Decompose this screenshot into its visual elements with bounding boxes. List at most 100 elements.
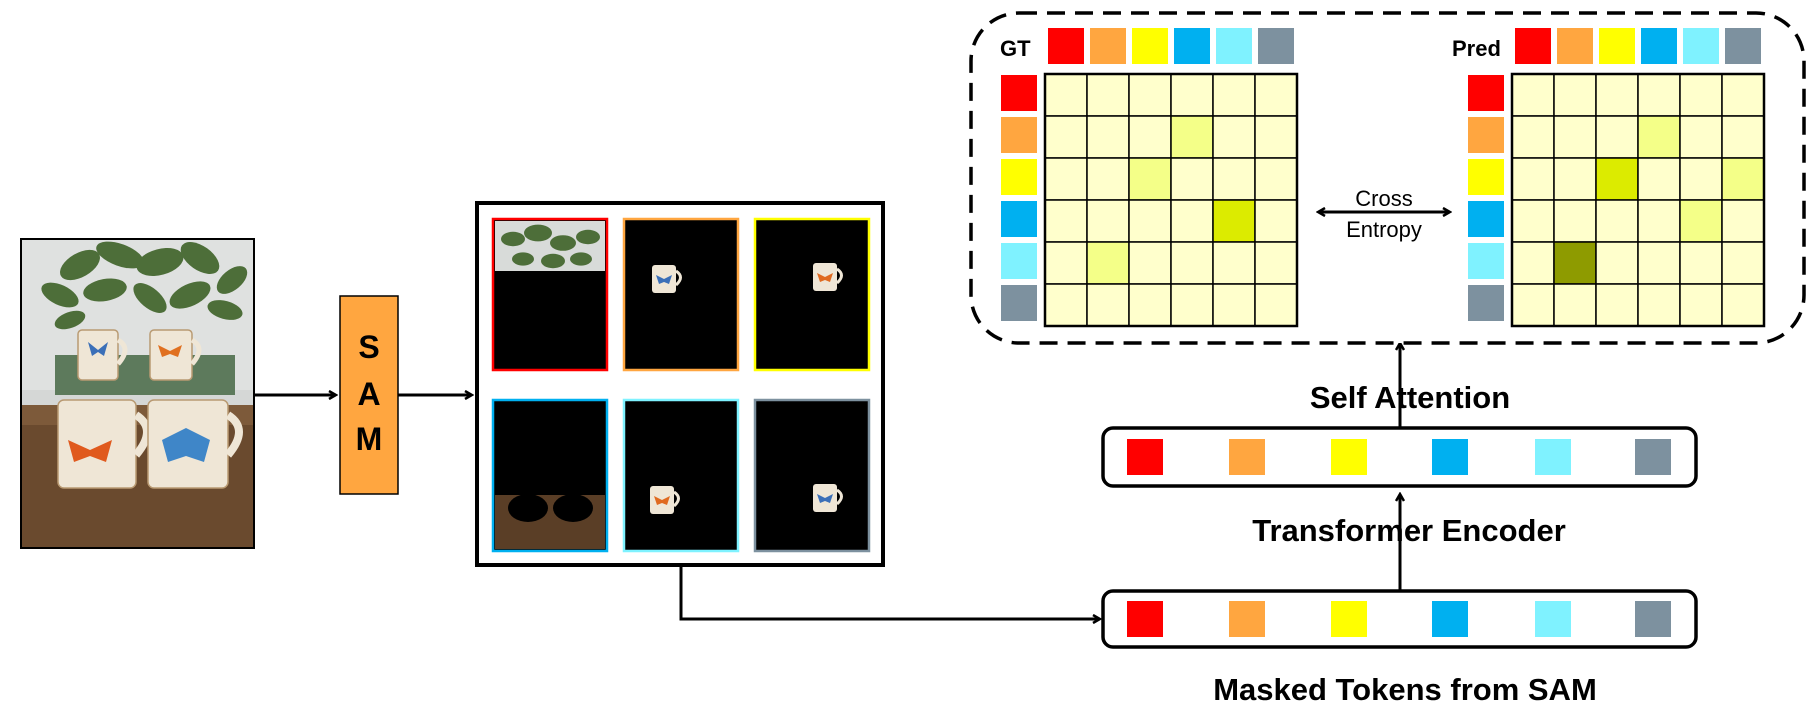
gt-cell — [1254, 73, 1298, 117]
gt-cell — [1254, 199, 1298, 243]
gt-cell — [1086, 199, 1130, 243]
cross-entropy-line2: Entropy — [1346, 217, 1422, 242]
mask-tile-mug-top-right — [753, 217, 871, 372]
pred-cell — [1637, 73, 1681, 117]
pred-cell — [1595, 73, 1639, 117]
pred-cell — [1553, 115, 1597, 159]
pred-cell — [1553, 73, 1597, 117]
gt-cell — [1086, 73, 1130, 117]
mask-tile-mug-top-left — [622, 217, 740, 372]
sam-block: S A M — [339, 295, 399, 495]
gt-cell — [1170, 115, 1214, 159]
mask-tile-plants — [491, 217, 609, 372]
gt-cell — [1086, 283, 1130, 327]
gt-cell — [1128, 283, 1172, 327]
pred-cell — [1637, 157, 1681, 201]
gt-col-token-blue — [1174, 28, 1210, 64]
encoder-token-red — [1127, 439, 1163, 475]
pred-cell — [1679, 73, 1723, 117]
pred-cell — [1679, 199, 1723, 243]
attention-panel: GT Pred Cross Entropy — [969, 11, 1806, 345]
gt-col-token-orange — [1090, 28, 1126, 64]
gt-cell — [1044, 283, 1088, 327]
gt-cell — [1128, 199, 1172, 243]
encoder-tokens-row — [1101, 426, 1698, 488]
pred-cell — [1721, 283, 1765, 327]
pred-label: Pred — [1452, 36, 1501, 61]
pred-cell — [1721, 199, 1765, 243]
gt-cell — [1254, 157, 1298, 201]
gt-col-token-cyan — [1216, 28, 1252, 64]
pred-col-token-red — [1515, 28, 1551, 64]
pred-cell — [1721, 157, 1765, 201]
masked-token-cyan — [1535, 601, 1571, 637]
mask-border-blue — [491, 398, 609, 553]
pred-cell — [1595, 283, 1639, 327]
encoder-token-gray — [1635, 439, 1671, 475]
gt-col-token-red — [1048, 28, 1084, 64]
pred-cell — [1511, 157, 1555, 201]
pred-col-token-gray — [1725, 28, 1761, 64]
encoder-token-orange — [1229, 439, 1265, 475]
pred-cell — [1721, 73, 1765, 117]
pred-row-token-gray — [1468, 285, 1504, 321]
gt-cell — [1212, 73, 1256, 117]
pred-cell — [1553, 157, 1597, 201]
masked-token-gray — [1635, 601, 1671, 637]
input-image — [20, 238, 255, 549]
pred-cell — [1679, 241, 1723, 285]
gt-cell — [1044, 199, 1088, 243]
pred-col-token-blue — [1641, 28, 1677, 64]
pred-row-token-blue — [1468, 201, 1504, 237]
pred-cell — [1637, 241, 1681, 285]
pred-cell — [1721, 241, 1765, 285]
pred-row-token-yellow — [1468, 159, 1504, 195]
mug-top-right — [149, 329, 202, 381]
gt-cell — [1170, 199, 1214, 243]
encoder-token-blue — [1432, 439, 1468, 475]
pred-col-token-orange — [1557, 28, 1593, 64]
transformer-encoder-label: Transformer Encoder — [1252, 513, 1566, 548]
gt-cell — [1170, 73, 1214, 117]
gt-cell — [1212, 199, 1256, 243]
gt-grid-border — [1043, 72, 1299, 328]
pred-cell — [1595, 241, 1639, 285]
gt-cell — [1044, 157, 1088, 201]
masked-token-blue — [1432, 601, 1468, 637]
masks-panel — [475, 201, 885, 567]
encoder-token-yellow — [1331, 439, 1367, 475]
plant-leaves — [41, 241, 248, 330]
gt-cell — [1170, 283, 1214, 327]
pred-cell — [1637, 115, 1681, 159]
pred-cell — [1637, 283, 1681, 327]
pred-cell — [1511, 241, 1555, 285]
gt-row-token-gray — [1001, 285, 1037, 321]
gt-cell — [1128, 115, 1172, 159]
mask-border-gray — [753, 398, 871, 553]
gt-cell — [1170, 157, 1214, 201]
sam-letter-a: A — [357, 376, 380, 412]
pred-cell — [1721, 115, 1765, 159]
gt-col-token-gray — [1258, 28, 1294, 64]
mug-bottom-right — [147, 399, 243, 489]
mask-tile-mug-bottom-right — [753, 398, 871, 553]
pred-cell — [1637, 199, 1681, 243]
mask-border-red — [491, 217, 609, 372]
gt-row-token-orange — [1001, 117, 1037, 153]
self-attention-label: Self Attention — [1310, 380, 1510, 415]
pred-cell — [1679, 157, 1723, 201]
mask-border-orange — [622, 217, 740, 372]
pred-cell — [1511, 199, 1555, 243]
gt-cell — [1254, 115, 1298, 159]
pred-cell — [1511, 73, 1555, 117]
masked-tokens-row — [1101, 589, 1698, 649]
sam-letter-m: M — [356, 421, 383, 457]
gt-cell — [1212, 157, 1256, 201]
gt-cell — [1086, 157, 1130, 201]
masked-tokens-label: Masked Tokens from SAM — [1213, 672, 1597, 707]
gt-cell — [1086, 241, 1130, 285]
pred-cell — [1511, 283, 1555, 327]
pred-cell — [1679, 283, 1723, 327]
gt-cell — [1212, 283, 1256, 327]
mug-top-left — [77, 329, 128, 381]
